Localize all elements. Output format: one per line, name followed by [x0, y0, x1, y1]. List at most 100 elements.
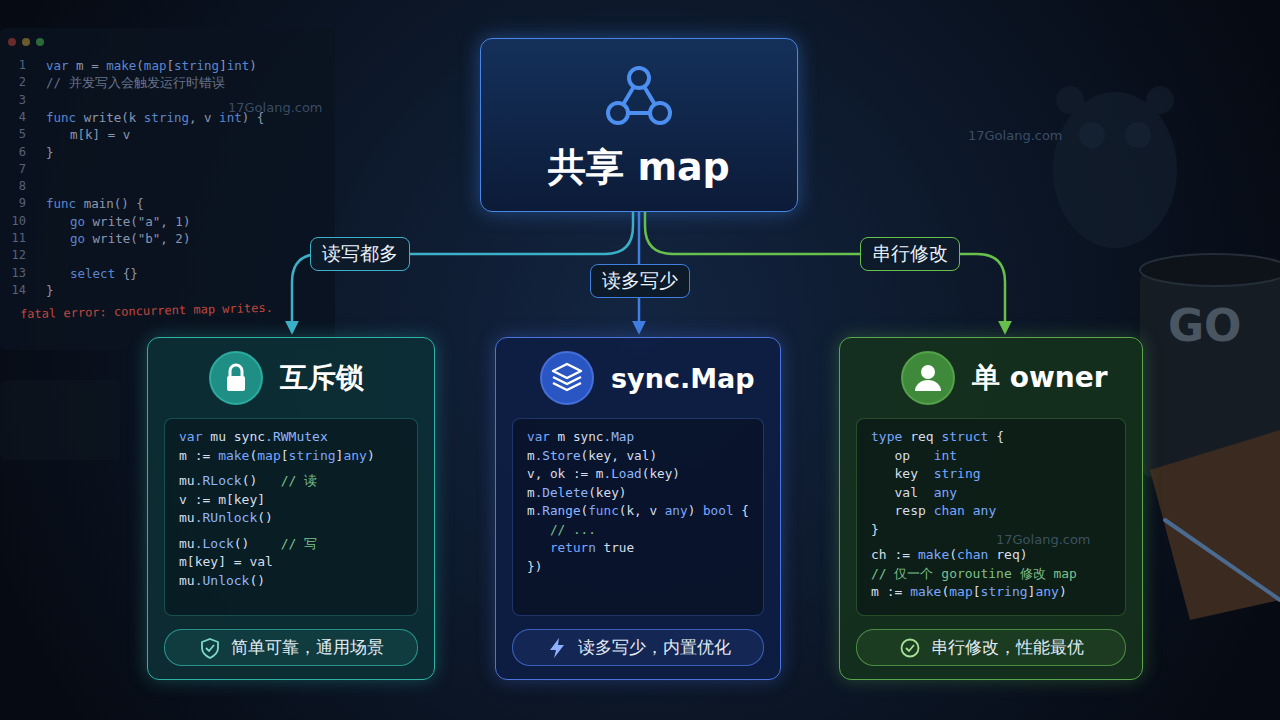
line-number: 12: [4, 248, 26, 262]
code-token: ): [367, 448, 375, 463]
icon-shape: [541, 352, 593, 404]
gopher-ear: [1146, 86, 1174, 114]
icon-shape: [629, 68, 649, 88]
card-title: 单 owner: [972, 359, 1108, 397]
code-token: any: [343, 448, 366, 463]
mug-logo: GO: [1168, 300, 1242, 351]
code-token: }: [46, 145, 54, 160]
code-token: (: [949, 547, 957, 562]
code-token: .Load: [603, 466, 641, 481]
code-token: (): [249, 573, 265, 588]
code-token: ]: [1028, 584, 1036, 599]
footer-text: 简单可靠，通用场景: [231, 636, 384, 659]
code-token: (): [257, 510, 273, 525]
code-token: make: [918, 547, 949, 562]
code-token: any: [665, 503, 688, 518]
code-token: return: [550, 540, 596, 555]
code-token: // 并发写入会触发运行时错误: [46, 75, 225, 90]
footer-icon: [546, 637, 568, 659]
gopher-eye: [1125, 122, 1151, 148]
code-line: m := make(map[string]any): [871, 583, 1111, 602]
code-token: chan: [957, 547, 988, 562]
line-number: 14: [4, 283, 26, 297]
card-header: sync.Map: [496, 338, 780, 418]
code-token: ): [1059, 584, 1067, 599]
icon-shape: [553, 377, 581, 384]
watermark: 17Golang.com: [228, 100, 323, 115]
code-token: , v: [189, 110, 219, 125]
code-token: .Range: [535, 503, 581, 518]
code-token: go: [70, 231, 85, 246]
code-token: m[key] = val: [179, 554, 273, 569]
code-token: chan: [934, 503, 965, 518]
icon-shape: [901, 639, 918, 656]
code-token: var: [527, 429, 550, 444]
code-line: v := m[key]: [179, 491, 403, 510]
icon-shape: [550, 638, 564, 658]
code-token: map: [144, 58, 167, 73]
card-icon: [208, 350, 264, 406]
card-icon: [900, 350, 956, 406]
code-token: m: [527, 448, 535, 463]
icon-shape: [553, 364, 581, 378]
code-token: (: [249, 448, 257, 463]
code-line: key string: [871, 465, 1111, 484]
card-title: sync.Map: [611, 363, 755, 394]
hub-title: 共享 map: [548, 142, 730, 193]
edge-label: 读多写少: [590, 264, 690, 298]
code-token: [527, 540, 550, 555]
code-line: m.Store(key, val): [527, 447, 749, 466]
icon-shape: [202, 639, 218, 658]
code-token: write("a", 1): [85, 214, 190, 229]
code-token: (key): [588, 485, 626, 500]
code-token: func: [46, 196, 76, 211]
code-token: m[k] = v: [70, 127, 130, 142]
code-token: bool: [703, 503, 734, 518]
code-token: mu: [179, 536, 195, 551]
code-token: .RUnlock: [195, 510, 258, 525]
background-code: func main() {: [46, 196, 144, 211]
footer-icon: [899, 637, 921, 659]
code-line: mu.Lock() // 写: [179, 535, 403, 554]
code-token: mu: [179, 473, 195, 488]
icon-shape: [227, 376, 245, 391]
line-number: 5: [4, 127, 26, 141]
background-code: var m = make(map[string]int): [46, 58, 257, 73]
code-line: mu.Unlock(): [179, 572, 403, 591]
code-panel: var mu sync.RWMutexm := make(map[string]…: [164, 418, 418, 616]
code-token: }: [871, 522, 879, 537]
code-line: var mu sync.RWMutex: [179, 428, 403, 447]
code-token: .Lock: [195, 536, 234, 551]
line-number: 6: [4, 145, 26, 159]
code-token: map: [949, 584, 972, 599]
code-token: m =: [69, 58, 107, 73]
line-number: 4: [4, 110, 26, 124]
icon-shape: [650, 103, 670, 123]
code-line: mu.RUnlock(): [179, 509, 403, 528]
code-token: main() {: [76, 196, 144, 211]
icon-shape: [921, 365, 935, 379]
code-line: resp chan any: [871, 502, 1111, 521]
line-number: 7: [4, 162, 26, 176]
card-header: 互斥锁: [148, 338, 434, 418]
code-token: [527, 522, 550, 537]
watermark: 17Golang.com: [968, 128, 1063, 143]
code-token: ch :=: [871, 547, 918, 562]
approach-card: sync.Mapvar m sync.Mapm.Store(key, val)v…: [495, 337, 781, 680]
edge-label: 读写都多: [310, 237, 410, 271]
code-token: select: [70, 266, 115, 281]
code-token: type: [871, 429, 902, 444]
approach-card: 互斥锁var mu sync.RWMutexm := make(map[stri…: [147, 337, 435, 680]
code-token: ]: [336, 448, 344, 463]
code-token: m: [527, 503, 535, 518]
background-code: }: [46, 283, 54, 298]
window-dot: [22, 38, 30, 46]
code-token: [: [973, 584, 981, 599]
background-code: // 并发写入会触发运行时错误: [46, 75, 225, 92]
footer-text: 读多写少，内置优化: [578, 636, 731, 659]
footer-pill: 串行修改，性能最优: [856, 629, 1126, 666]
code-token: v := m[key]: [179, 492, 265, 507]
code-token: (key): [642, 466, 680, 481]
code-token: m sync: [550, 429, 604, 444]
